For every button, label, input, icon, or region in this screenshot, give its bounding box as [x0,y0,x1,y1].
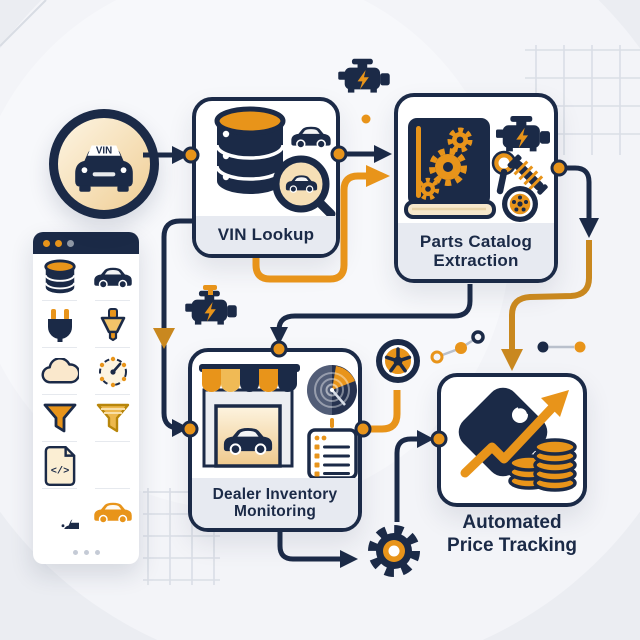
window-titlebar [33,232,139,254]
node-label-line1: Parts Catalog [419,231,533,251]
car-side-icon [290,125,332,149]
gear-icon [416,177,440,201]
vin-lookup-illustration [214,106,336,219]
code-file-icon: </> [44,445,75,486]
node-label-line2: Monitoring [233,503,317,520]
coins-icon [508,438,577,492]
window-dot-icon [55,239,62,247]
database-icon [43,258,76,293]
scraper-icon [100,307,125,341]
car-side-icon [92,266,134,289]
node-vin-lookup: VIN Lookup [192,97,340,258]
sidebar-cell-empty [86,442,139,489]
funnel-outline-icon [96,403,129,432]
inventory-list-icon [307,428,358,480]
price-tracking-illustration [458,387,577,492]
sidebar-cell [86,489,139,536]
price-label-line2: Price Tracking [447,534,577,556]
window-dot-icon [43,239,50,247]
price-label-line1: Automated [462,512,562,533]
sidebar-cell [33,301,86,348]
wheel-icon [502,186,538,222]
sidebar-cell [33,254,86,301]
gauge-icon [98,356,127,387]
storefront-icon [199,364,300,468]
trend-arrow-icon [460,390,569,478]
sidebar-cell: </> [33,442,86,489]
shock-absorber-icon [507,154,548,195]
sidebar-cell [33,348,86,395]
node-dealer-inventory-monitoring: Dealer Inventory Monitoring [188,348,362,532]
node-label-line2: Extraction [433,251,519,270]
vin-badge-text: VIN [96,146,112,157]
dealer-inventory-illustration [199,364,358,480]
code-glyph-text: </> [50,465,69,477]
sidebar-more-dots [33,550,139,555]
sidebar-cell [86,395,139,442]
car-front-icon [41,497,79,529]
node-automated-price-tracking [437,373,587,507]
car-vin-badge-icon: VIN [75,145,133,192]
parts-book-icon [404,118,496,219]
sidebar-cell [33,395,86,442]
node-parts-catalog-extraction: Parts Catalog Extraction [394,93,558,283]
radar-icon [307,365,357,415]
engine-icon [496,115,550,152]
spark-plug-wrench-icon [491,150,517,195]
node-label: VIN Lookup [217,225,315,245]
sidebar-cell [86,348,139,395]
icon-sidebar-window: </> [33,232,139,564]
node-label-band: VIN Lookup [196,216,336,254]
gear-icon [429,148,467,186]
node-label-band: Parts Catalog Extraction [398,223,554,279]
sidebar-cell [86,254,139,301]
radar-link-dash [330,418,334,428]
window-dot-icon [67,239,74,247]
node-label-line1: Dealer Inventory [212,485,338,503]
plug-icon [47,308,72,342]
node-label-band: Dealer Inventory Monitoring [192,478,358,528]
magnifier-car-icon [272,155,336,219]
price-tracking-label: Automated Price Tracking [417,512,607,558]
parts-catalog-illustration [404,115,550,222]
cloud-icon [41,357,79,383]
funnel-icon [43,403,76,432]
vin-badge: VIN [49,109,159,219]
sidebar-cell [86,301,139,348]
sidebar-cell [33,489,86,536]
car-side-orange-icon [92,501,134,524]
gear-icon [447,127,473,153]
